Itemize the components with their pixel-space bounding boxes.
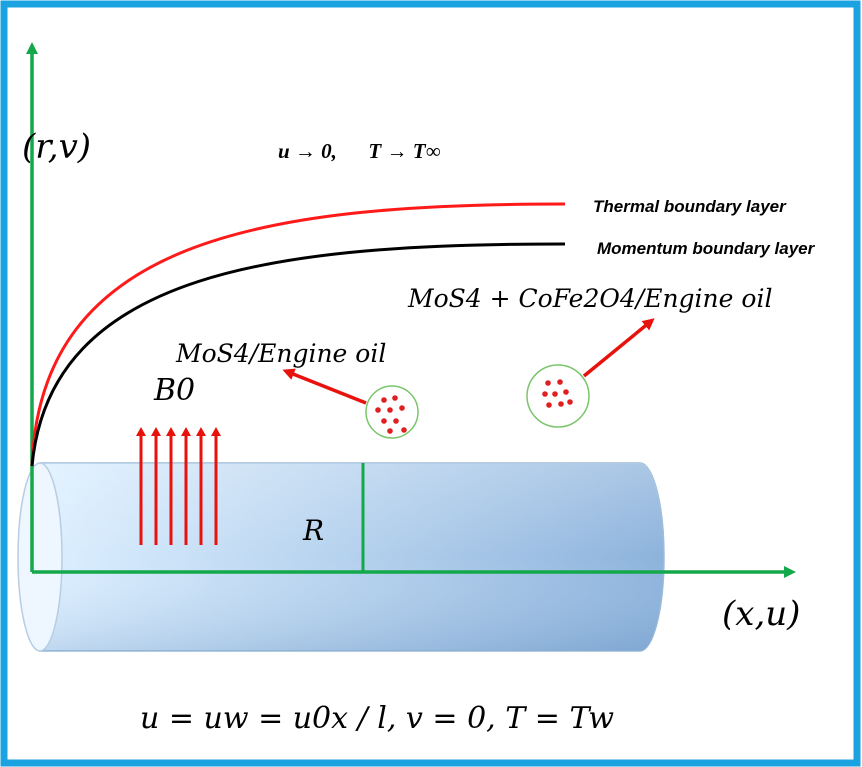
mono-pointer-arrow [282,368,367,405]
cylinder-end-face [17,462,63,652]
particle-cluster-icon [526,364,590,428]
far-field-condition: u → 0, T → T∞ [278,139,441,163]
hybrid-nanofluid-label: MoS4 + CoFe2O4/Engine oil [407,284,772,313]
thermal-boundary-curve [30,202,566,467]
magnetic-field-arrows [136,427,221,545]
particle-cluster-icon [365,385,419,439]
cylinder [17,462,665,652]
momentum-layer-label: Momentum boundary layer [597,239,816,258]
momentum-boundary-curve [30,242,566,467]
radius-label: R [302,514,324,547]
wall-boundary-condition: u = uw = u0x / l, v = 0, T = Tw [140,701,614,736]
x-axis-label: (x,u) [722,594,800,634]
magnetic-field-label: B0 [153,373,195,408]
r-axis-label: (r,v) [22,127,91,167]
thermal-layer-label: Thermal boundary layer [593,197,787,216]
mono-nanofluid-label: MoS4/Engine oil [175,339,386,368]
hybrid-pointer-arrow [582,318,655,378]
